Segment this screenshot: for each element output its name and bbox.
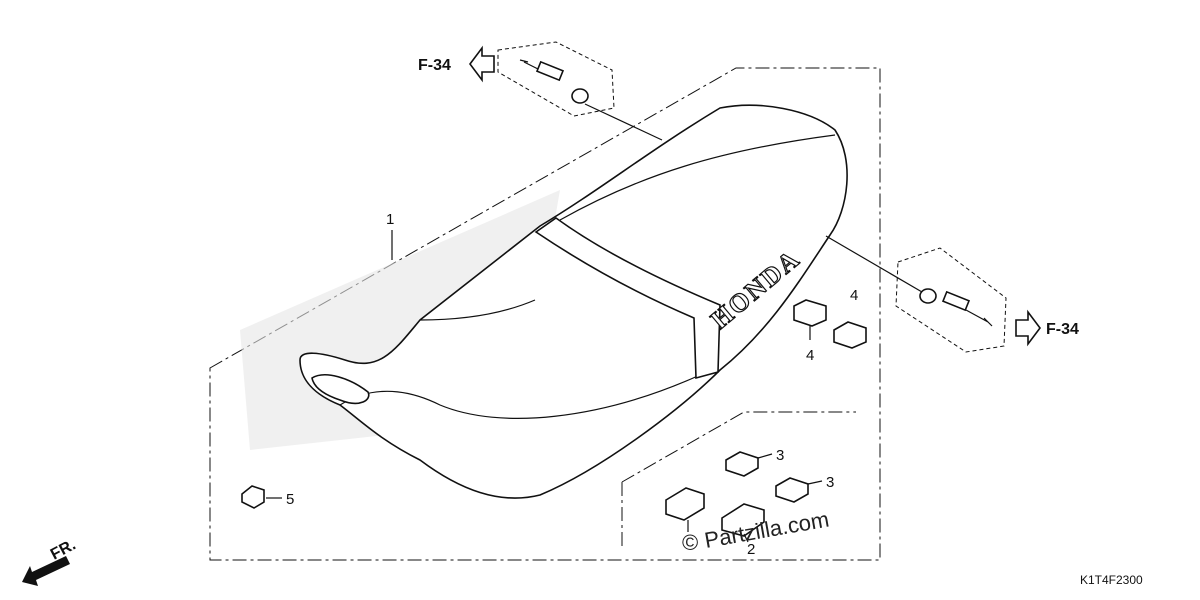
watermark-symbol: © — [682, 530, 698, 555]
callout-1[interactable]: 1 — [386, 211, 394, 228]
top-reference-label: F-34 — [418, 57, 451, 74]
part-3-clips[interactable] — [665, 451, 823, 543]
front-direction-arrow: FR. — [22, 536, 79, 586]
watermark-text: Partzilla.com — [703, 506, 831, 552]
callout-3b[interactable]: 3 — [826, 474, 834, 491]
callout-3a[interactable]: 3 — [776, 447, 784, 464]
callout-4b[interactable]: 4 — [806, 347, 814, 364]
top-bolt-group — [497, 41, 663, 141]
callout-4a[interactable]: 4 — [850, 287, 858, 304]
seat-assembly[interactable] — [299, 104, 848, 499]
part-5-clip[interactable] — [241, 485, 282, 509]
top-reference-arrow[interactable]: F-34 — [418, 45, 495, 83]
right-bolt-group — [825, 235, 1007, 353]
assembly-frame — [209, 67, 881, 561]
part-4-pads[interactable] — [793, 299, 867, 349]
callout-2[interactable]: 2 — [747, 541, 755, 558]
right-reference-arrow[interactable]: F-34 — [1015, 309, 1079, 347]
front-direction-label: FR. — [48, 536, 79, 563]
callout-5[interactable]: 5 — [286, 491, 294, 508]
right-reference-label: F-34 — [1046, 321, 1079, 338]
diagram-code: K1T4F2300 — [1080, 573, 1143, 587]
